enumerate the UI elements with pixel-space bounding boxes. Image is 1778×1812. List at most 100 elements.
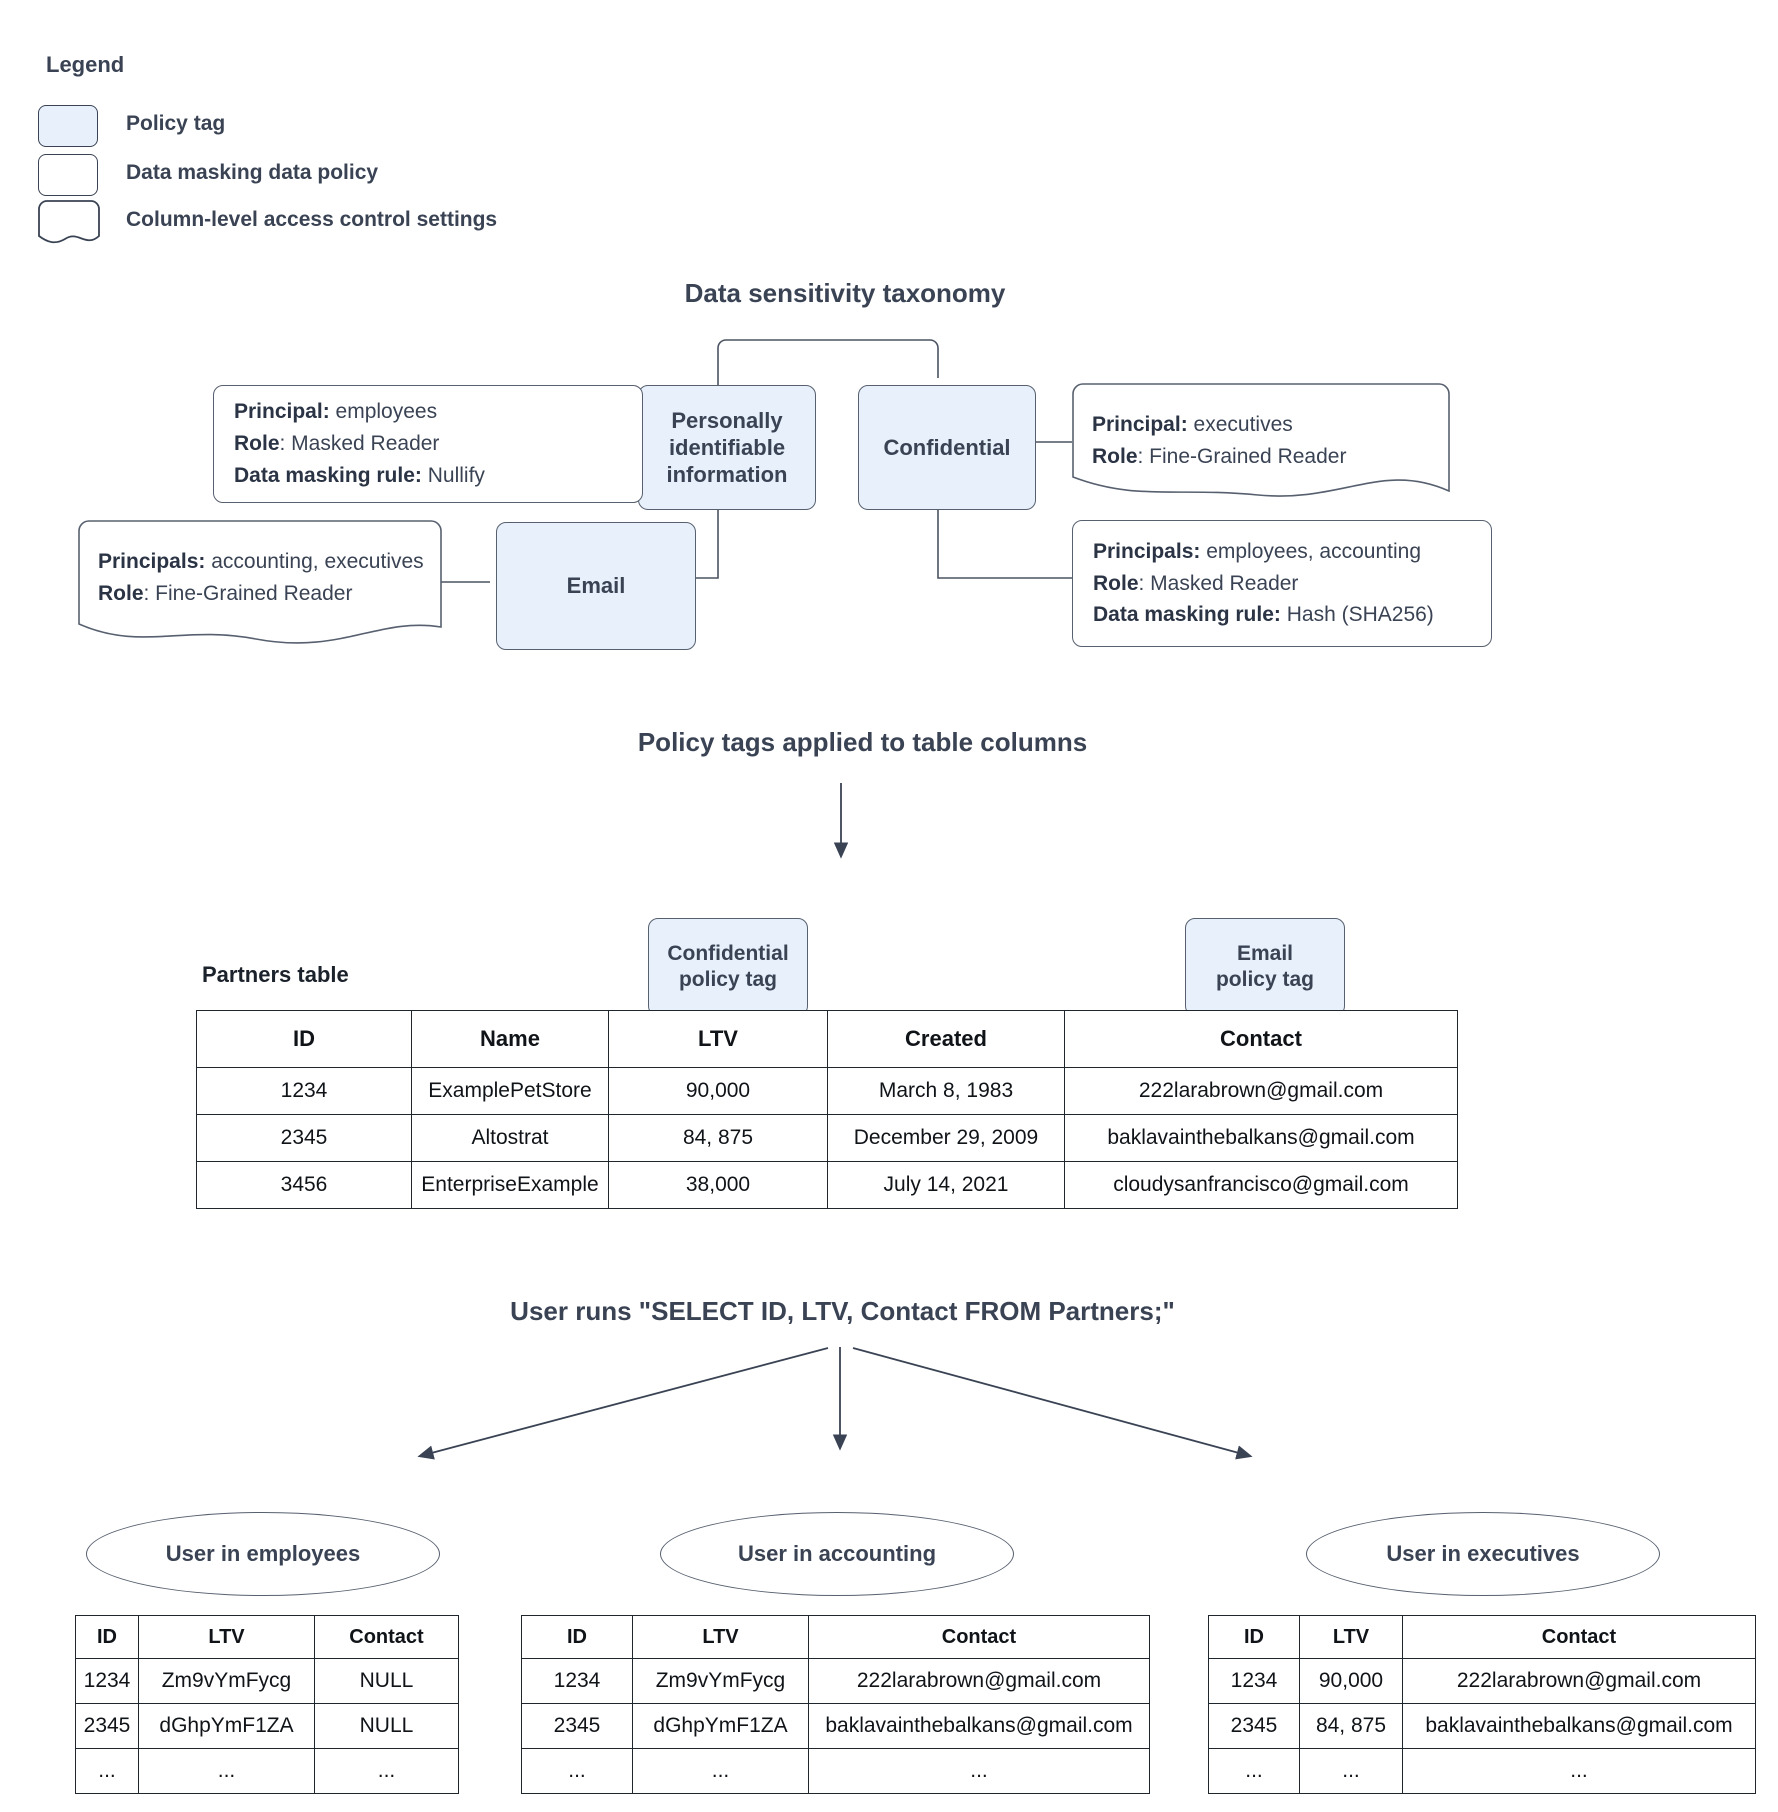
column-header-id: ID	[75, 1615, 139, 1659]
cell-id: 2345	[521, 1703, 633, 1749]
cell-ltv: ...	[138, 1748, 315, 1794]
cell-ltv: 38,000	[608, 1161, 828, 1209]
node-label: Email	[566, 573, 626, 599]
table-header-row: ID LTV Contact	[1208, 1615, 1756, 1659]
policy-value: accounting, executives	[205, 550, 424, 573]
table-row: ... ... ...	[521, 1748, 1150, 1794]
policy-key: Role	[234, 432, 280, 456]
policy-key: Data masking rule:	[234, 463, 422, 487]
policy-key: Role	[98, 581, 144, 605]
column-header-id: ID	[521, 1615, 633, 1659]
policy-key: Role	[1092, 444, 1138, 468]
policy-confidential-access-control[interactable]: Principal: executives Role: Fine-Grained…	[1072, 383, 1450, 505]
column-header-ltv: LTV	[632, 1615, 809, 1659]
callout-line-2: policy tag	[1215, 968, 1315, 991]
table-row: 2345 Altostrat 84, 875 December 29, 2009…	[196, 1114, 1458, 1162]
policy-text: Principals: accounting, executives Role:…	[78, 520, 442, 610]
callout-email-policy-tag[interactable]: Email policy tag	[1185, 918, 1345, 1016]
cell-contact: NULL	[314, 1658, 459, 1704]
node-label: Personally identifiable information	[666, 407, 788, 488]
legend-swatch-data-masking-policy	[38, 154, 98, 196]
policy-key: Principals:	[1093, 539, 1201, 563]
callout-label: Confidential policy tag	[667, 941, 788, 993]
legend-title: Legend	[46, 52, 125, 77]
cell-contact: cloudysanfrancisco@gmail.com	[1064, 1161, 1458, 1209]
legend-label-policy-tag: Policy tag	[126, 112, 226, 135]
cell-ltv: 90,000	[1299, 1658, 1403, 1704]
table-row: ... ... ...	[1208, 1748, 1756, 1794]
policy-value: employees, accounting	[1200, 539, 1422, 563]
cell-ltv: dGhpYmF1ZA	[632, 1703, 809, 1749]
persona-user-in-executives[interactable]: User in executives	[1306, 1512, 1660, 1596]
cell-id: ...	[75, 1748, 139, 1794]
persona-user-in-accounting[interactable]: User in accounting	[660, 1512, 1014, 1596]
policy-key: Principals:	[98, 550, 206, 573]
cell-ltv: Zm9vYmFycg	[632, 1658, 809, 1704]
callout-confidential-policy-tag[interactable]: Confidential policy tag	[648, 918, 808, 1016]
cell-ltv: ...	[1299, 1748, 1403, 1794]
cell-created: December 29, 2009	[827, 1114, 1065, 1162]
cell-contact: ...	[1402, 1748, 1756, 1794]
table-header-row: ID LTV Contact	[75, 1615, 459, 1659]
cell-name: EnterpriseExample	[411, 1161, 609, 1209]
node-confidential[interactable]: Confidential	[858, 385, 1036, 510]
cell-contact: NULL	[314, 1703, 459, 1749]
policy-tags-section-title: Policy tags applied to table columns	[637, 727, 1088, 757]
cell-contact: 222larabrown@gmail.com	[1064, 1067, 1458, 1115]
cell-id: 2345	[75, 1703, 139, 1749]
table-row: 2345 dGhpYmF1ZA baklavainthebalkans@gmai…	[521, 1703, 1150, 1749]
column-header-created: Created	[827, 1010, 1065, 1068]
policy-value: : Fine-Grained Reader	[143, 581, 353, 605]
results-table-executives: ID LTV Contact 1234 90,000 222larabrown@…	[1208, 1615, 1756, 1794]
cell-contact: ...	[808, 1748, 1150, 1794]
query-section-title: User runs "SELECT ID, LTV, Contact FROM …	[510, 1296, 1175, 1326]
document-shape-icon	[78, 520, 442, 644]
partners-table-caption: Partners table	[202, 962, 349, 987]
legend-swatch-policy-tag	[38, 105, 98, 147]
policy-line-principal: Principal: employees	[234, 396, 622, 428]
node-personally-identifiable-information[interactable]: Personally identifiable information	[638, 385, 816, 510]
persona-label: User in executives	[1386, 1541, 1580, 1566]
node-email[interactable]: Email	[496, 522, 696, 650]
cell-contact: 222larabrown@gmail.com	[808, 1658, 1150, 1704]
results-table-employees: ID LTV Contact 1234 Zm9vYmFycg NULL 2345…	[75, 1615, 459, 1794]
column-header-contact: Contact	[314, 1615, 459, 1659]
cell-contact: baklavainthebalkans@gmail.com	[808, 1703, 1150, 1749]
policy-value: : Fine-Grained Reader	[1137, 444, 1347, 468]
policy-line-role: Role: Masked Reader	[234, 428, 622, 460]
cell-ltv: dGhpYmF1ZA	[138, 1703, 315, 1749]
column-header-contact: Contact	[1402, 1615, 1756, 1659]
cell-id: 3456	[196, 1161, 412, 1209]
persona-user-in-employees[interactable]: User in employees	[86, 1512, 440, 1596]
cell-created: March 8, 1983	[827, 1067, 1065, 1115]
policy-line-role: Role: Masked Reader	[1093, 568, 1471, 600]
policy-email-access-control[interactable]: Principals: accounting, executives Role:…	[78, 520, 442, 646]
partners-table: ID Name LTV Created Contact 1234 Example…	[196, 1010, 1458, 1209]
table-header-row: ID Name LTV Created Contact	[196, 1010, 1458, 1068]
policy-line-principal: Principal: executives	[1092, 409, 1430, 441]
cell-ltv: Zm9vYmFycg	[138, 1658, 315, 1704]
persona-label: User in accounting	[737, 1541, 937, 1566]
cell-contact: baklavainthebalkans@gmail.com	[1402, 1703, 1756, 1749]
taxonomy-section-title: Data sensitivity taxonomy	[684, 278, 1006, 308]
table-row: 2345 84, 875 baklavainthebalkans@gmail.c…	[1208, 1703, 1756, 1749]
policy-confidential-data-masking[interactable]: Principals: employees, accounting Role: …	[1072, 520, 1492, 647]
document-shape-icon	[38, 200, 100, 244]
table-row: 1234 90,000 222larabrown@gmail.com	[1208, 1658, 1756, 1704]
policy-value: Hash (SHA256)	[1280, 603, 1434, 627]
legend-label-access-control: Column-level access control settings	[126, 208, 498, 231]
callout-line-1: Confidential	[667, 941, 789, 965]
cell-ltv: ...	[632, 1748, 809, 1794]
cell-contact: ...	[314, 1748, 459, 1794]
cell-id: 1234	[521, 1658, 633, 1704]
policy-pii-data-masking[interactable]: Principal: employees Role: Masked Reader…	[213, 385, 643, 503]
persona-label: User in employees	[165, 1541, 361, 1566]
column-header-ltv: LTV	[1299, 1615, 1403, 1659]
policy-key: Principal:	[1092, 413, 1188, 436]
cell-id: ...	[521, 1748, 633, 1794]
callout-line-2: policy tag	[678, 968, 777, 991]
table-header-row: ID LTV Contact	[521, 1615, 1150, 1659]
table-row: 3456 EnterpriseExample 38,000 July 14, 2…	[196, 1161, 1458, 1209]
policy-value: : Masked Reader	[1138, 571, 1299, 595]
cell-created: July 14, 2021	[827, 1161, 1065, 1209]
